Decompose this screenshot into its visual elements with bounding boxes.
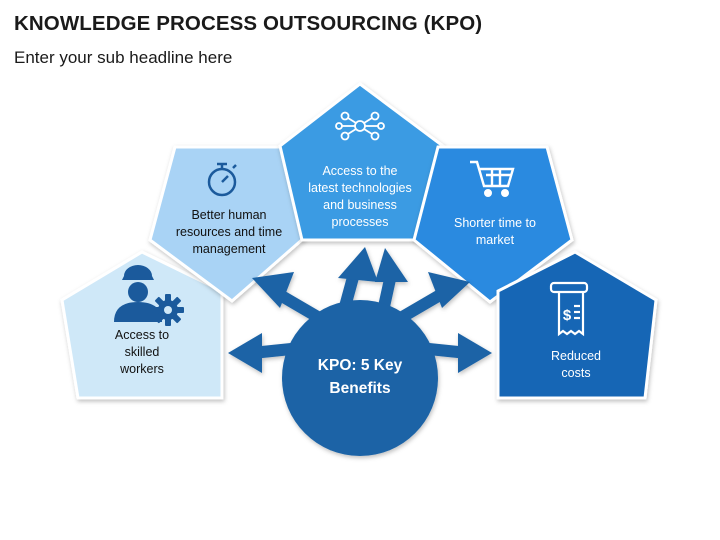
benefit-label-skilled-workers: Access to skilled workers	[114, 328, 170, 376]
slide-subtitle: Enter your sub headline here	[14, 48, 233, 67]
svg-text:$: $	[563, 307, 572, 324]
benefit-label-hr-time: Better human resources and time manageme…	[175, 208, 283, 256]
benefit-pentagon-reduced-costs	[496, 250, 658, 400]
network-icon	[335, 111, 385, 141]
benefit-pentagon-technologies	[278, 82, 445, 242]
benefit-label-reduced-costs: Reduced costs	[550, 349, 602, 380]
center-label: KPO: 5 Key Benefits	[317, 357, 403, 397]
arrow-up-right	[375, 248, 408, 282]
benefit-pentagon-time-to-market	[412, 145, 574, 304]
receipt-dollar-icon: $	[549, 281, 589, 337]
arrow-right-upper	[428, 272, 470, 308]
worker-gear-icon	[114, 265, 184, 326]
shopping-cart-icon	[470, 160, 515, 197]
arrow-up-left	[252, 272, 294, 308]
benefit-label-technologies: Access to the latest technologies and bu…	[308, 164, 412, 229]
arrow-up-center	[338, 247, 378, 282]
arrow-right	[458, 333, 492, 373]
stopwatch-icon	[207, 162, 237, 197]
benefit-pentagon-hr-time	[148, 145, 306, 303]
arrow-left	[228, 333, 262, 373]
benefit-label-time-to-market: Shorter time to market	[454, 216, 536, 247]
central-hub	[228, 247, 492, 456]
slide-title: KNOWLEDGE PROCESS OUTSOURCING (KPO)	[14, 12, 483, 35]
